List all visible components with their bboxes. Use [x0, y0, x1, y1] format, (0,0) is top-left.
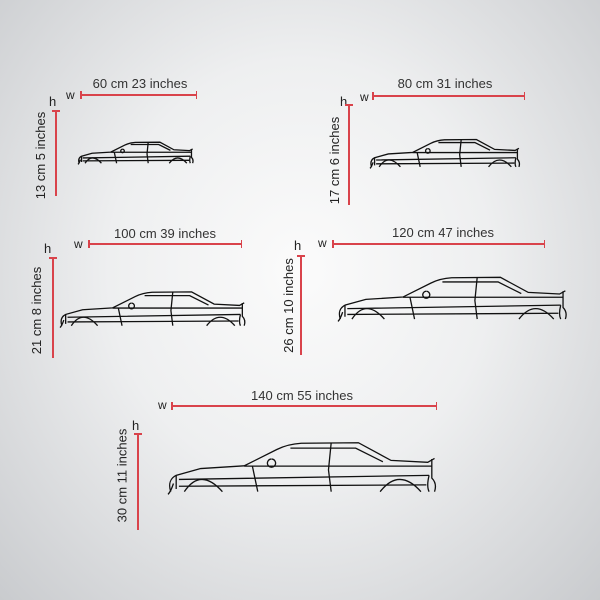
- height-label: 13 cm 5 inches: [32, 111, 48, 199]
- height-dimension-line: [49, 257, 56, 358]
- car-outline-stroke: [416, 139, 462, 168]
- car-outline-stroke: [351, 307, 555, 320]
- car-outline-stroke: [183, 478, 422, 493]
- car-outline-stroke: [113, 142, 149, 164]
- height-label: 17 cm 6 inches: [326, 116, 342, 204]
- car-outline-stroke: [130, 143, 194, 164]
- width-dimension-line: [372, 92, 525, 99]
- car-silhouette: [77, 141, 194, 165]
- width-marker: w: [360, 90, 369, 104]
- car-outline-stroke: [60, 291, 245, 326]
- height-label: 21 cm 8 inches: [28, 266, 44, 354]
- height-marker: h: [294, 238, 302, 253]
- car-outline-stroke: [442, 281, 567, 320]
- car-outline-stroke: [251, 442, 332, 492]
- width-label: 120 cm 47 inches: [392, 225, 494, 240]
- car-silhouette: [369, 138, 521, 169]
- car-outline-stroke: [70, 316, 236, 327]
- height-dimension-line: [134, 433, 141, 530]
- width-marker: w: [158, 398, 167, 412]
- height-dimension-line: [345, 104, 352, 205]
- car-outline-stroke: [77, 151, 192, 165]
- width-marker: w: [74, 237, 83, 251]
- car-silhouette: [167, 442, 437, 495]
- width-dimension-line: [332, 240, 545, 247]
- car-outline-stroke: [369, 151, 518, 169]
- height-dimension-line: [52, 110, 59, 196]
- car-outline-stroke: [338, 276, 566, 320]
- width-dimension-line: [88, 240, 242, 247]
- width-marker: w: [66, 88, 75, 102]
- car-outline-stroke: [378, 159, 512, 168]
- height-marker: h: [49, 94, 57, 109]
- car-silhouette: [59, 291, 246, 329]
- height-label: 30 cm 11 inches: [114, 428, 130, 522]
- width-dimension-line: [171, 402, 437, 409]
- car-outline-stroke: [78, 141, 193, 164]
- width-marker: w: [318, 236, 327, 250]
- height-marker: h: [44, 241, 52, 256]
- height-dimension-line: [297, 255, 304, 355]
- height-marker: h: [132, 418, 140, 433]
- width-label: 100 cm 39 inches: [114, 226, 216, 241]
- width-label: 140 cm 55 inches: [251, 388, 353, 403]
- car-outline-stroke: [438, 141, 521, 168]
- car-outline-stroke: [117, 291, 174, 326]
- car-outline-stroke: [167, 465, 432, 495]
- height-marker: h: [340, 94, 348, 109]
- car-outline-stroke: [84, 157, 188, 164]
- car-outline-stroke: [337, 296, 564, 322]
- width-label: 60 cm 23 inches: [92, 76, 188, 91]
- car-outline-stroke: [144, 294, 246, 326]
- car-outline-stroke: [290, 447, 437, 492]
- car-outline-stroke: [409, 277, 478, 320]
- car-outline-stroke: [370, 138, 520, 168]
- width-label: 80 cm 31 inches: [397, 76, 493, 91]
- height-label: 26 cm 10 inches: [280, 257, 296, 353]
- car-outline-stroke: [59, 307, 243, 329]
- car-silhouette: [337, 276, 567, 322]
- width-dimension-line: [80, 91, 197, 98]
- car-outline-stroke: [169, 442, 435, 492]
